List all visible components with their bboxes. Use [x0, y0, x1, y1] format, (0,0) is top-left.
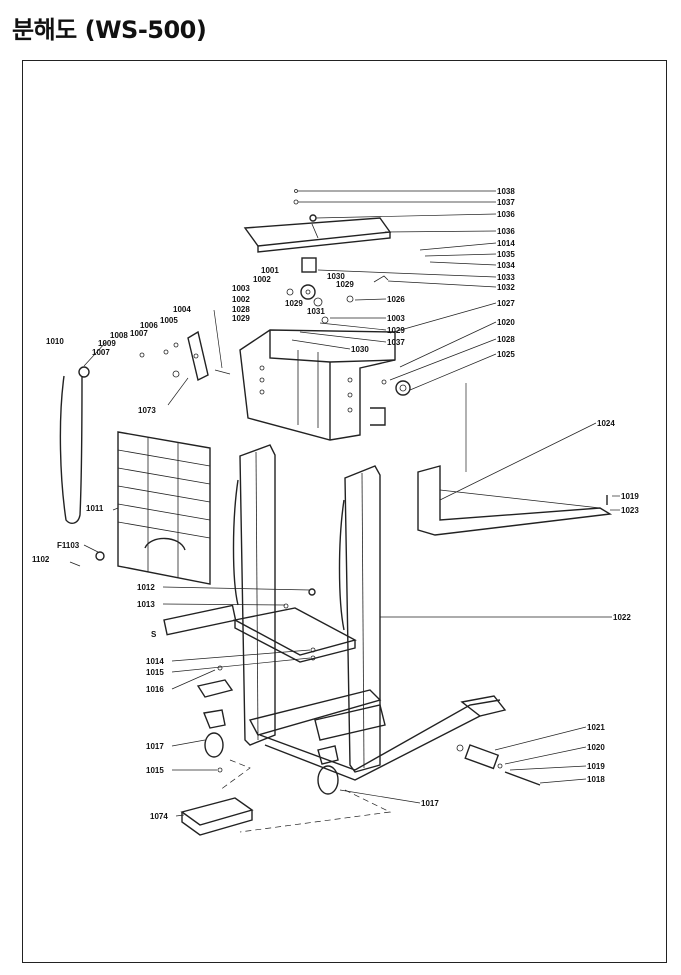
leader-lines: [83, 190, 620, 817]
callout-1005: 1005: [160, 316, 178, 325]
callout-1036: 1036: [497, 227, 515, 236]
callout-1016: 1016: [146, 685, 164, 694]
callout-1029: 1029: [387, 326, 405, 335]
callout-1029: 1029: [285, 299, 303, 308]
callout-1030: 1030: [351, 345, 369, 354]
callout-1030: 1030: [327, 272, 345, 281]
callout-1022: 1022: [613, 613, 631, 622]
callout-1029: 1029: [232, 314, 250, 323]
callout-1023: 1023: [621, 506, 639, 515]
callout-1024: 1024: [597, 419, 615, 428]
callout-1017: 1017: [146, 742, 164, 751]
callout-1026: 1026: [387, 295, 405, 304]
callout-1020: 1020: [587, 743, 605, 752]
callout-1073: 1073: [138, 406, 156, 415]
callout-1007: 1007: [92, 348, 110, 357]
callout-labels: 1038 1037 1036 1036 1014 1035 1034 1033 …: [32, 187, 639, 821]
callout-1014: 1014: [497, 239, 515, 248]
callout-1008: 1008: [110, 331, 128, 340]
callout-1018: 1018: [587, 775, 605, 784]
callout-1013: 1013: [137, 600, 155, 609]
callout-1074: 1074: [150, 812, 168, 821]
callout-1012: 1012: [137, 583, 155, 592]
mast-frame: [232, 444, 507, 781]
callout-1003: 1003: [387, 314, 405, 323]
callout-1028: 1028: [497, 335, 515, 344]
callout-1035: 1035: [497, 250, 515, 259]
callout-1021: 1021: [587, 723, 605, 732]
callout-1038: 1038: [497, 187, 515, 196]
callout-1015: 1015: [146, 668, 164, 677]
carriage: [239, 329, 411, 441]
side-bracket: [139, 330, 231, 382]
small-parts: [69, 495, 608, 836]
callout-1028: 1028: [232, 305, 250, 314]
callout-1027: 1027: [497, 299, 515, 308]
callout-1037: 1037: [497, 198, 515, 207]
diagram-frame: [22, 60, 667, 963]
callout-1029: 1029: [336, 280, 354, 289]
callout-1003: 1003: [232, 284, 250, 293]
callout-1031: 1031: [307, 307, 325, 316]
callout-1037: 1037: [387, 338, 405, 347]
fork: [417, 383, 613, 536]
callout-1002: 1002: [253, 275, 271, 284]
callout-1009: 1009: [98, 339, 116, 348]
page-title: 분해도 (WS-500): [12, 16, 207, 44]
callout-1032: 1032: [497, 283, 515, 292]
top-crossbar: [243, 189, 392, 253]
callout-1019: 1019: [621, 492, 639, 501]
callout-S: S: [151, 630, 157, 639]
callout-1020: 1020: [497, 318, 515, 327]
callout-1017: 1017: [421, 799, 439, 808]
callout-1002: 1002: [232, 295, 250, 304]
chain: [59, 366, 90, 524]
callout-1011: 1011: [86, 504, 104, 513]
callout-1010: 1010: [46, 337, 64, 346]
callout-1006: 1006: [140, 321, 158, 330]
callout-F1103: F1103: [57, 541, 80, 550]
callout-1019: 1019: [587, 762, 605, 771]
callout-1014: 1014: [146, 657, 164, 666]
callout-1015: 1015: [146, 766, 164, 775]
callout-1033: 1033: [497, 273, 515, 282]
callout-1001: 1001: [261, 266, 279, 275]
callout-1007: 1007: [130, 329, 148, 338]
callout-1004: 1004: [173, 305, 191, 314]
pulley-assembly: [286, 257, 389, 324]
callout-1034: 1034: [497, 261, 515, 270]
callout-1025: 1025: [497, 350, 515, 359]
cover-panel: [117, 431, 211, 585]
callout-1036: 1036: [497, 210, 515, 219]
callout-1102: 1102: [32, 555, 50, 564]
